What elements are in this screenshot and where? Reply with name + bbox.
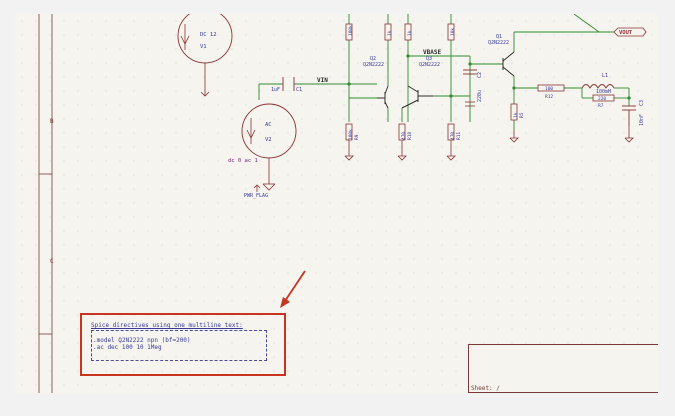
annotation-arrow	[280, 270, 306, 308]
r-top-value-1: 100k	[348, 25, 354, 36]
pwr-flag-label: PWR_FLAG	[244, 193, 268, 199]
frame-label-b: B	[50, 118, 54, 125]
resistors-top[interactable]	[345, 23, 455, 41]
note-title: Spice directives using one multiline tex…	[91, 322, 243, 329]
v1-value: DC 12	[200, 32, 217, 38]
transistor-q3[interactable]	[401, 85, 433, 109]
r12-ref: R12	[545, 94, 553, 100]
net-label-vbase: VBASE	[423, 49, 441, 56]
r-top-value-4: 10k	[450, 28, 456, 36]
c2-value: 220u	[477, 90, 483, 102]
q2-model: Q2N2222	[363, 62, 384, 68]
q3-ref: Q3	[426, 56, 432, 62]
capacitor-c1[interactable]	[282, 77, 295, 91]
voltage-source-v1[interactable]: DC 12 V1	[177, 14, 233, 97]
capacitor-c3[interactable]	[622, 105, 636, 126]
r-top-value-2: 1k	[387, 30, 393, 36]
r12-value: 100	[545, 86, 553, 92]
left-frame-border	[38, 14, 53, 393]
c2-ref: C2	[477, 72, 483, 78]
r18-ref: R18	[407, 132, 413, 140]
grid-dots	[15, 14, 658, 393]
wires	[258, 14, 630, 122]
l1-ref: L1	[602, 73, 608, 79]
annotation-highlight-box	[80, 313, 286, 376]
net-label-vout[interactable]: VOUT	[613, 27, 647, 37]
capacitor-c2-lower	[465, 101, 475, 107]
v2-value: dc 0 ac 1	[228, 158, 258, 164]
r-top-value-3: 1k	[407, 30, 413, 36]
q1-ref: Q1	[496, 34, 502, 40]
net-label-vin: VIN	[317, 77, 328, 84]
r5-ref: R5	[519, 112, 525, 118]
schematic-sheet[interactable]: B C	[15, 14, 658, 393]
r9-value: 100k	[348, 129, 354, 140]
l1-value: 100mH	[596, 89, 611, 95]
c3-ref: C3	[639, 100, 645, 106]
spice-directive-textbox[interactable]	[91, 330, 267, 361]
frame-label-c: C	[50, 258, 54, 265]
q2-ref: Q2	[370, 56, 376, 62]
transistor-q1[interactable]	[502, 51, 515, 77]
resistor-r7[interactable]	[592, 94, 615, 102]
r5-value: 1k	[513, 112, 519, 118]
r7-value: 220	[598, 96, 606, 102]
q1-model: Q2N2222	[488, 40, 509, 46]
schematic-canvas[interactable]: B C	[15, 14, 658, 393]
r18-value: 470	[401, 132, 407, 140]
q3-model: Q2N2222	[419, 62, 440, 68]
v1-ref: V1	[200, 44, 207, 50]
r9-ref: R9	[354, 134, 360, 140]
r11-ref: R11	[456, 132, 462, 140]
resistors-bottom[interactable]	[345, 123, 455, 141]
v2-type: AC	[265, 122, 272, 128]
note-line-1: .model Q2N2222 npn (bf=200)	[93, 337, 191, 344]
title-sheet-label: Sheet: /	[471, 385, 500, 392]
c3-value: 10nF	[639, 114, 645, 126]
c1-value: 1uF	[271, 87, 280, 93]
voltage-source-v2[interactable]: AC V2 dc 0 ac 1	[228, 103, 297, 184]
r7-ref: R7	[598, 103, 604, 109]
junctions	[347, 54, 631, 100]
vout-label-text: VOUT	[619, 30, 633, 36]
c1-ref: C1	[296, 87, 302, 93]
title-block: Sheet: /	[468, 344, 658, 393]
capacitor-c2[interactable]	[463, 69, 477, 75]
ground-symbol-v2	[253, 183, 276, 192]
ground-symbols	[344, 126, 634, 161]
r11-value: 470	[450, 132, 456, 140]
v2-ref: V2	[265, 137, 272, 143]
note-line-2: .ac dec 100 10 1Meg	[93, 344, 162, 351]
resistor-r12[interactable]	[537, 84, 565, 92]
transistor-q2[interactable]	[377, 85, 389, 109]
inductor-l1[interactable]	[581, 84, 615, 89]
